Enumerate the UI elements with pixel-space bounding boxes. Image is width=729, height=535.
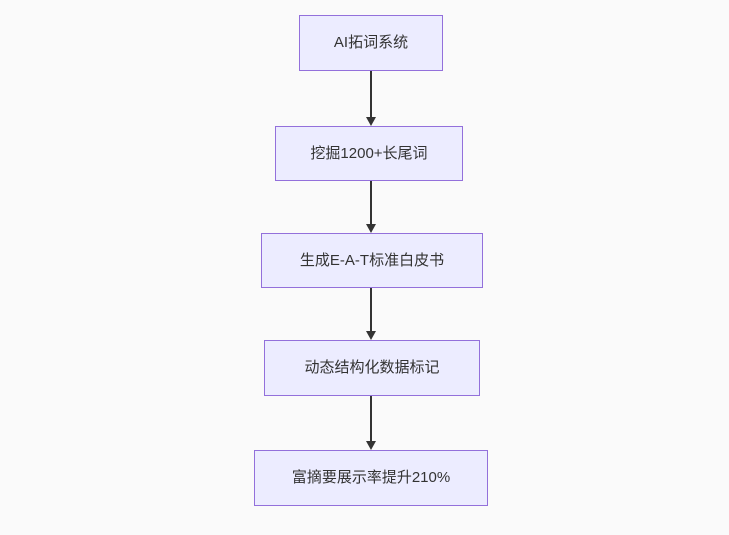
node-label: AI拓词系统 bbox=[333, 34, 409, 51]
flowchart-node-ai-system: AI拓词系统 bbox=[299, 15, 443, 71]
flowchart-node-longtail-mining: 挖掘1200+长尾词 bbox=[275, 126, 463, 181]
flowchart-node-rich-snippet-result: 富摘要展示率提升210% bbox=[254, 450, 488, 506]
arrow-down-icon bbox=[366, 224, 376, 233]
edge-line bbox=[370, 288, 372, 331]
node-label: 挖掘1200+长尾词 bbox=[310, 144, 428, 162]
edge-line bbox=[370, 396, 372, 441]
edge-line bbox=[370, 71, 372, 117]
flowchart-node-structured-data: 动态结构化数据标记 bbox=[264, 340, 480, 396]
node-label: 富摘要展示率提升210% bbox=[291, 469, 451, 486]
edge-line bbox=[370, 181, 372, 224]
flowchart-node-eat-whitepaper: 生成E-A-T标准白皮书 bbox=[261, 233, 483, 288]
arrow-down-icon bbox=[366, 331, 376, 340]
arrow-down-icon bbox=[366, 117, 376, 126]
node-label: 生成E-A-T标准白皮书 bbox=[299, 251, 445, 269]
arrow-down-icon bbox=[366, 441, 376, 450]
node-label: 动态结构化数据标记 bbox=[304, 359, 440, 376]
